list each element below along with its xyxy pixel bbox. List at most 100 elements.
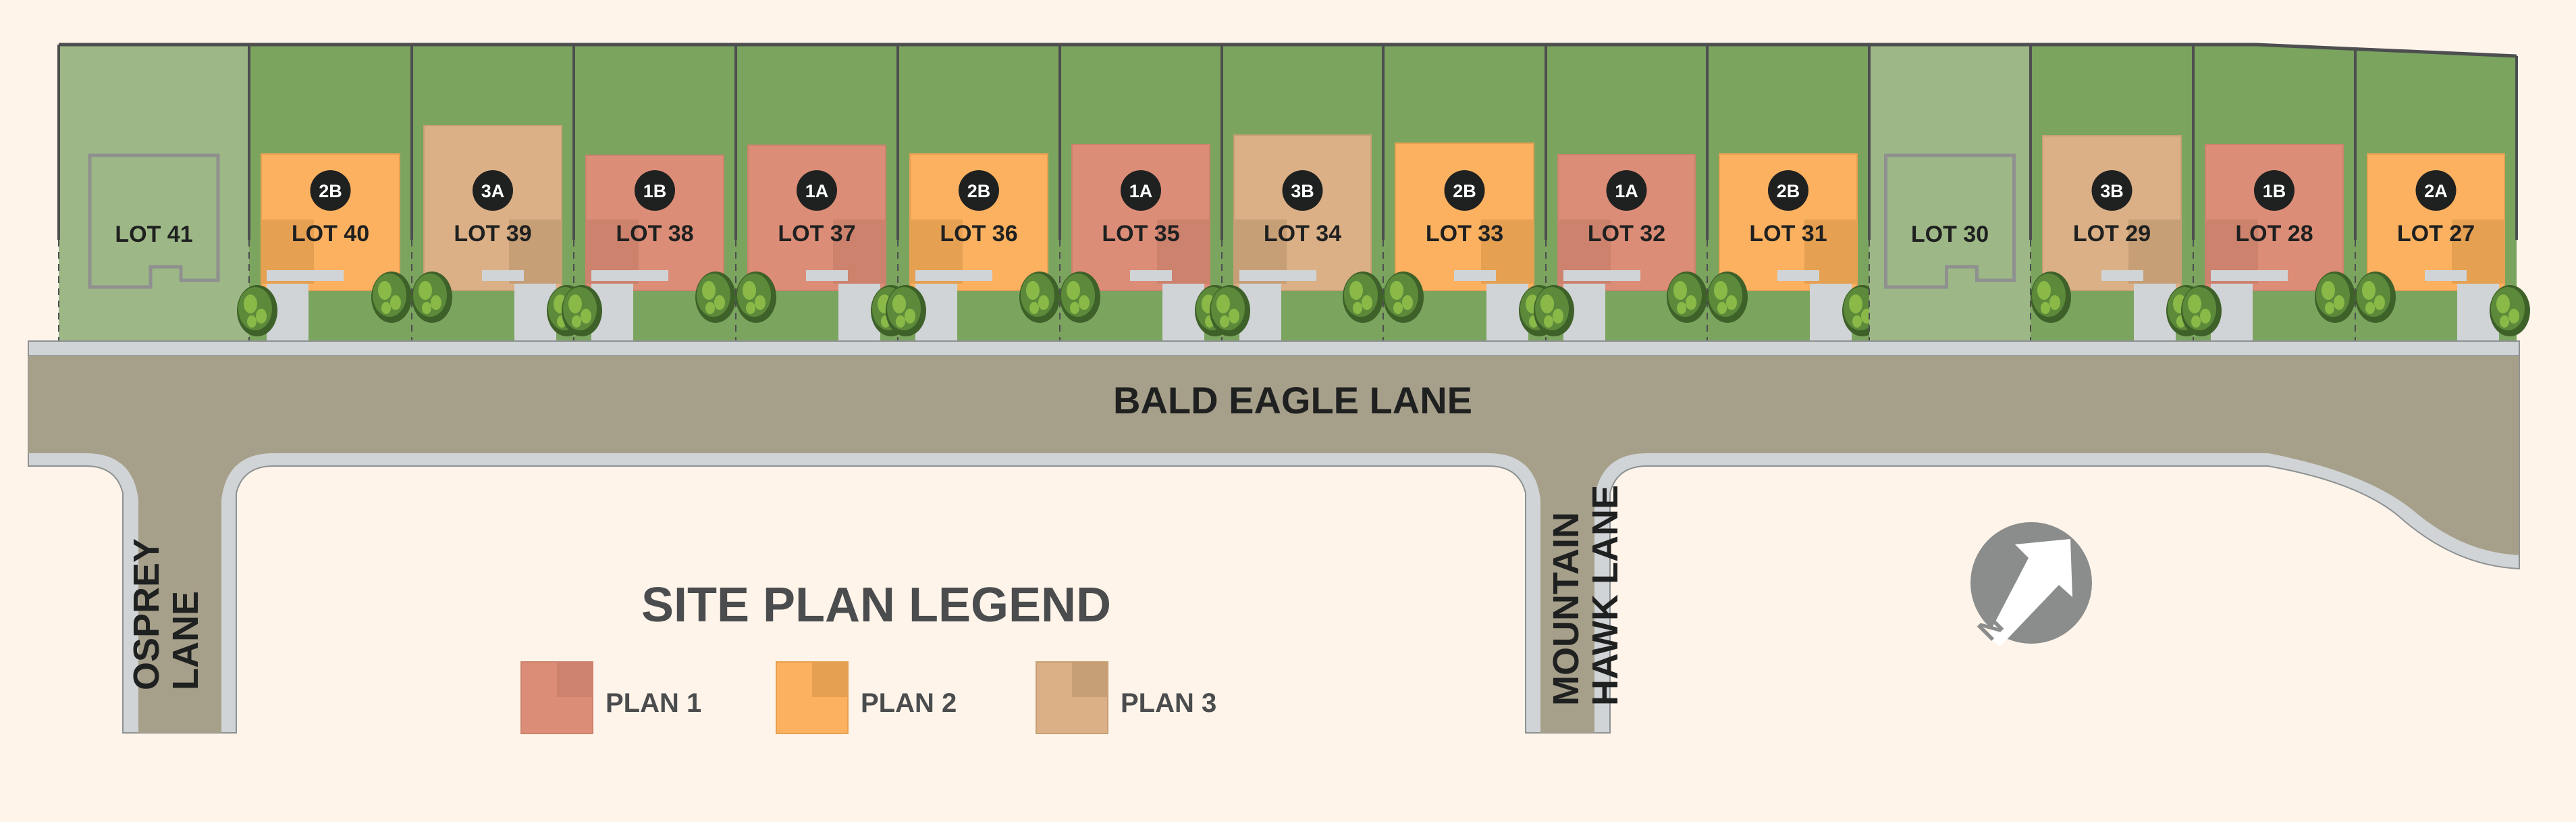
lot-label: LOT 29 [2073, 221, 2151, 247]
plan-badge-text: 3A [481, 181, 505, 201]
tree-highlight [1029, 302, 1039, 314]
tree-highlight [2041, 302, 2050, 314]
lot-parcel [59, 45, 249, 341]
tree-highlight [1686, 295, 1696, 310]
lot-label: LOT 32 [1588, 221, 1665, 247]
future-home-outline [88, 153, 220, 289]
tree-icon [1667, 272, 1707, 323]
tree-icon [371, 272, 412, 323]
legend-swatch-garage [1072, 662, 1108, 697]
tree-icon [2355, 272, 2396, 323]
plan-badge-text: 1A [1129, 181, 1153, 201]
plan-badge [2091, 170, 2132, 211]
legend-title: SITE PLAN LEGEND [641, 578, 1111, 632]
tree-highlight [755, 295, 766, 310]
tree-icon [562, 285, 602, 336]
tree-highlight [1544, 315, 1553, 328]
front-walkway [1239, 270, 1316, 281]
lot-lot-39: 3A LOT 39 [410, 45, 587, 341]
street-label-osprey-line2: LANE [165, 591, 206, 690]
tree-highlight [1026, 281, 1040, 300]
tree-highlight [896, 315, 905, 328]
legend-label: PLAN 1 [606, 688, 701, 718]
tree-highlight [1220, 315, 1229, 328]
tree-highlight [1038, 295, 1049, 310]
tree-highlight [2191, 315, 2201, 328]
street-label-mountain-hawk-lane: MOUNTAIN HAWK LANE [1546, 485, 1626, 706]
tree-highlight [702, 281, 716, 300]
street-label-mountain-line2: HAWK LANE [1585, 485, 1626, 706]
tree-highlight [1216, 294, 1230, 313]
tree-icon [1383, 272, 1424, 323]
tree-highlight [743, 281, 756, 300]
future-home-outline [1884, 153, 2016, 289]
lot-lot-35: 1A LOT 35 [1058, 45, 1235, 341]
tree-icon [1534, 285, 1574, 336]
tree-highlight [1079, 295, 1090, 310]
plan-badge-text: 2B [319, 181, 342, 201]
north-arrow-compass: N [1970, 522, 2092, 647]
lot-lot-28: 1B LOT 28 [2181, 45, 2355, 341]
plan-badge-text: 1A [1615, 181, 1638, 201]
front-walkway [2211, 270, 2288, 281]
tree-highlight [1229, 309, 1239, 324]
tree-highlight [2049, 295, 2060, 310]
tree-highlight [390, 295, 401, 310]
tree-icon [1343, 272, 1383, 323]
lot-label: LOT 33 [1426, 221, 1503, 247]
tree-highlight [2365, 302, 2375, 314]
lot-label: LOT 41 [115, 222, 192, 247]
street-label-osprey-lane: OSPREY LANE [126, 538, 206, 690]
tree-highlight [2374, 295, 2385, 310]
tree-highlight [1402, 295, 1413, 310]
lot-label: LOT 34 [1264, 221, 1341, 247]
tree-highlight [568, 294, 582, 313]
tree-icon [2031, 272, 2071, 323]
plan-badge [310, 170, 351, 211]
tree-highlight [1553, 309, 1563, 324]
north-arrow-icon [1987, 539, 2072, 646]
tree-highlight [247, 315, 257, 328]
legend-label: PLAN 3 [1121, 688, 1216, 718]
plan-badge-text: 1A [805, 181, 829, 201]
tree-highlight [1067, 281, 1080, 300]
lot-label: LOT 36 [940, 221, 1017, 247]
front-walkway [1563, 270, 1640, 281]
legend-swatch-garage [557, 662, 593, 697]
tree-icon [2490, 285, 2530, 336]
lot-parcel [1869, 45, 2031, 341]
lot-label: LOT 39 [454, 221, 531, 247]
front-walkway [2425, 270, 2467, 281]
plan-badge [635, 170, 675, 211]
tree-highlight [1673, 281, 1687, 300]
tree-highlight [714, 295, 725, 310]
front-walkway [482, 270, 524, 281]
lot-label: LOT 35 [1102, 221, 1179, 247]
plan-badge [2415, 170, 2457, 211]
plan-badge [2254, 170, 2295, 211]
plan-badge-text: 1B [2263, 181, 2286, 201]
plan-badge [959, 170, 999, 211]
tree-highlight [1362, 295, 1372, 310]
tree-highlight [378, 281, 392, 300]
tree-highlight [2500, 315, 2509, 328]
tree-highlight [705, 302, 715, 314]
tree-highlight [381, 302, 391, 314]
tree-highlight [431, 295, 441, 310]
plan-badge [1768, 170, 1808, 211]
tree-highlight [244, 294, 257, 313]
tree-highlight [892, 294, 906, 313]
tree-highlight [2200, 309, 2211, 324]
lot-label: LOT 28 [2235, 221, 2313, 247]
tree-highlight [2322, 281, 2335, 300]
tree-highlight [2325, 302, 2334, 314]
